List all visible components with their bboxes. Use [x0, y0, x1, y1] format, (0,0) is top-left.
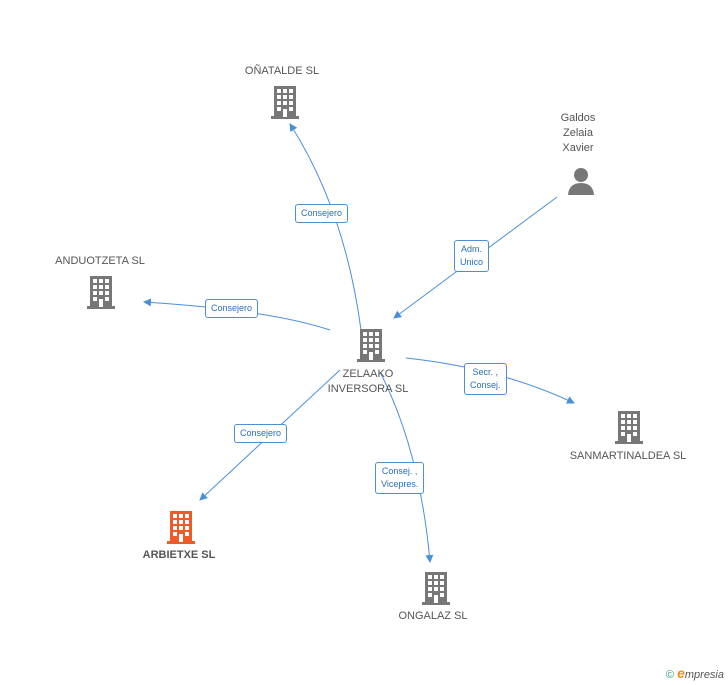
building-icon	[87, 276, 115, 309]
building-icon	[167, 511, 195, 544]
building-icon	[422, 572, 450, 605]
node-label-ongalaz[interactable]: ONGALAZ SL	[398, 610, 468, 622]
label-line: Xavier	[562, 142, 594, 154]
copyright-symbol: ©	[665, 669, 675, 681]
edge-label-galdos: Adm. Unico	[454, 240, 490, 272]
label-line: Unico	[460, 257, 484, 267]
building-icon	[615, 411, 643, 444]
brand-name: mpresia	[684, 669, 724, 681]
building-icon	[357, 329, 385, 362]
node-label-anduotzeta[interactable]: ANDUOTZETA SL	[55, 255, 145, 267]
edge-label-onatalde: Consejero	[295, 204, 349, 223]
label-line: Secr. ,	[472, 367, 499, 377]
label-line: Consej.	[470, 380, 501, 390]
label-line: Galdos	[560, 112, 596, 124]
label-line: Vicepres.	[381, 479, 419, 489]
node-label-onatalde[interactable]: OÑATALDE SL	[244, 65, 320, 77]
edge-label-sanmartinaldea: Secr. , Consej.	[464, 363, 507, 395]
label-line: Consej. ,	[381, 466, 418, 476]
edge-label-anduotzeta: Consejero	[205, 299, 259, 318]
building-icon	[271, 86, 299, 119]
edge-label-arbietxe: Consejero	[234, 424, 288, 443]
brand-footer: © empresia	[666, 665, 724, 681]
brand-logo-mark: e	[677, 665, 685, 681]
label-line: Adm.	[461, 244, 483, 254]
label-line: Zelaia	[563, 127, 593, 139]
node-label-center[interactable]: ZELAAKO INVERSORA SL	[318, 367, 418, 397]
label-line: INVERSORA SL	[327, 383, 409, 395]
person-icon	[568, 168, 594, 195]
edge-label-ongalaz: Consej. , Vicepres.	[375, 462, 425, 494]
node-label-galdos[interactable]: Galdos Zelaia Xavier	[538, 111, 618, 156]
edge-ongalaz	[379, 371, 434, 563]
label-line: ZELAAKO	[342, 368, 394, 380]
node-label-arbietxe[interactable]: ARBIETXE SL	[142, 549, 216, 561]
node-label-sanmartinaldea[interactable]: SANMARTINALDEA SL	[569, 450, 687, 462]
edge-onatalde	[289, 123, 362, 331]
